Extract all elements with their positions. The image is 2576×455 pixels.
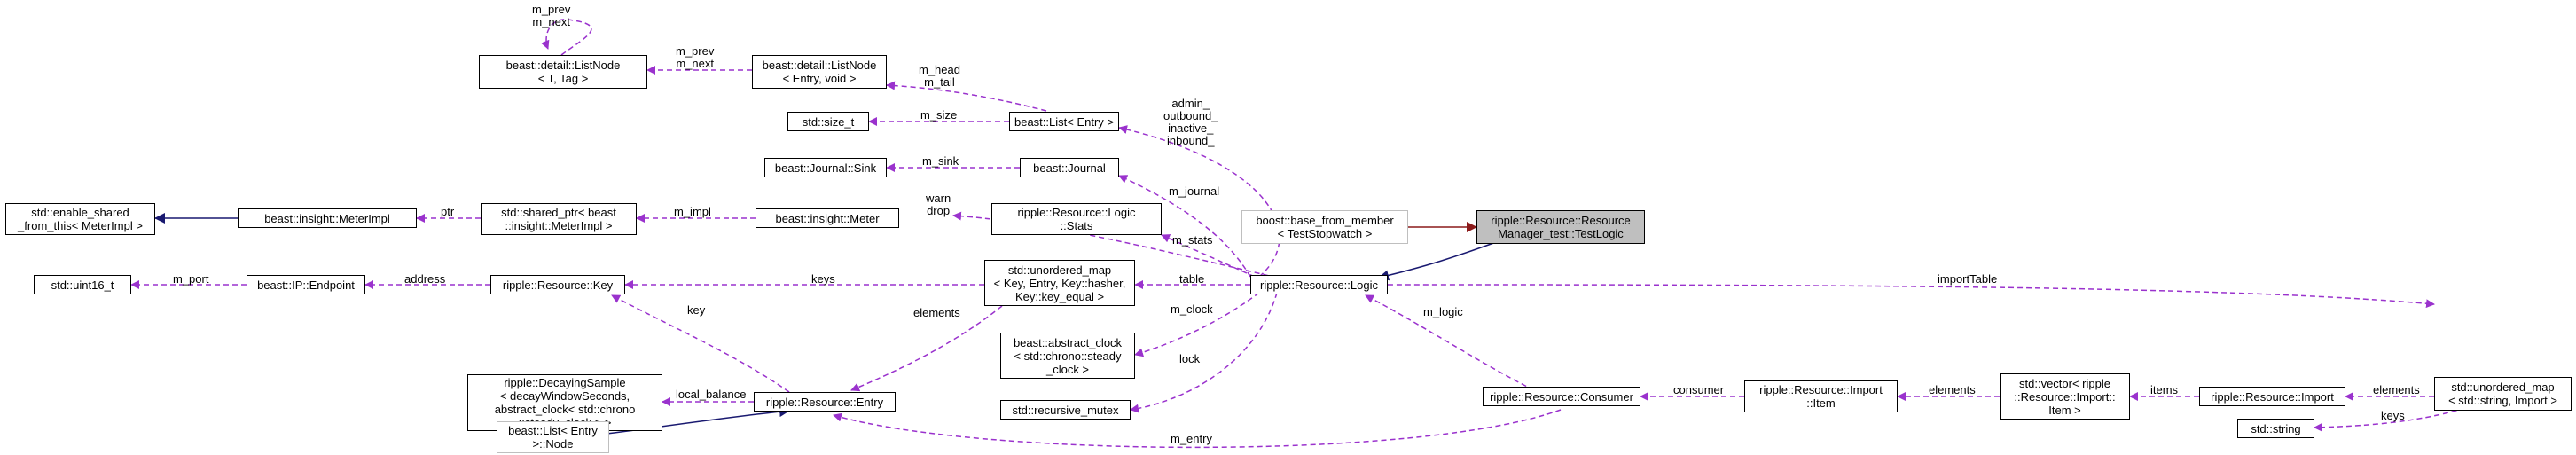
label-ptr: ptr [441, 205, 455, 218]
node-recursive-mutex[interactable]: std::recursive_mutex [1000, 400, 1131, 420]
label-table: table [1179, 272, 1205, 286]
edge-keys-string [2314, 407, 2466, 432]
node-shared-ptr[interactable]: std::shared_ptr< beast ::insight::MeterI… [481, 203, 637, 235]
node-base-from-member[interactable]: boost::base_from_member < TestStopwatch … [1241, 210, 1408, 244]
node-std-string[interactable]: std::string [2237, 419, 2314, 438]
label-key: key [687, 303, 706, 317]
edge-admin-group [1118, 125, 1280, 278]
label-journal: m_journal [1169, 184, 1220, 198]
edge-inherit-logic [1378, 240, 1499, 281]
node-unordered-map-string[interactable]: std::unordered_map < std::string, Import… [2434, 377, 2572, 411]
node-unordered-map-key[interactable]: std::unordered_map < Key, Entry, Key::ha… [984, 260, 1135, 306]
node-list-node[interactable]: beast::List< Entry >::Node [497, 421, 609, 453]
node-import-item[interactable]: ripple::Resource::Import ::Item [1744, 380, 1898, 412]
label-sink: m_sink [922, 154, 959, 168]
label-elements-item: elements [1929, 383, 1976, 396]
label-import-table: importTable [1938, 272, 1998, 286]
node-meterimpl[interactable]: beast::insight::MeterImpl [238, 208, 417, 228]
label-elements-import: elements [2373, 383, 2420, 396]
label-admin-group: admin_ outbound_ inactive_ inbound_ [1163, 97, 1218, 147]
label-impl: m_impl [674, 205, 711, 218]
label-address: address [404, 272, 446, 286]
edge-stats [1161, 234, 1256, 278]
label-prev-next: m_prev m_next [676, 44, 715, 70]
label-consumer: consumer [1673, 383, 1725, 396]
node-resource-entry[interactable]: ripple::Resource::Entry [754, 392, 896, 412]
node-consumer[interactable]: ripple::Resource::Consumer [1483, 387, 1640, 406]
edge-lock [1130, 292, 1278, 413]
edge-head-tail [886, 81, 1047, 112]
node-meter[interactable]: beast::insight::Meter [756, 208, 899, 228]
label-size: m_size [920, 108, 958, 122]
edge-journal [1118, 175, 1251, 278]
node-resource-key[interactable]: ripple::Resource::Key [490, 275, 625, 294]
label-elements-map: elements [913, 306, 960, 319]
node-enable-shared[interactable]: std::enable_shared _from_this< MeterImpl… [5, 203, 155, 235]
label-self-prev-next: m_prev m_next [532, 3, 571, 28]
node-logic-stats[interactable]: ripple::Resource::Logic ::Stats [991, 203, 1162, 235]
node-journal-sink[interactable]: beast::Journal::Sink [764, 158, 887, 177]
label-local-balance: local_balance [676, 388, 747, 401]
label-logic: m_logic [1423, 305, 1463, 318]
label-clock: m_clock [1171, 302, 1213, 316]
node-journal[interactable]: beast::Journal [1020, 158, 1119, 177]
node-size-t[interactable]: std::size_t [787, 112, 869, 131]
node-vector-item[interactable]: std::vector< ripple ::Resource::Import::… [2000, 373, 2130, 420]
edge-entry [833, 409, 1562, 449]
label-warn-drop: warn drop [926, 192, 951, 217]
edge-warn-drop [952, 211, 1278, 278]
node-listnode-tag[interactable]: beast::detail::ListNode < T, Tag > [479, 55, 647, 89]
label-entry: m_entry [1171, 432, 1212, 445]
edge-key [611, 294, 790, 393]
label-port: m_port [173, 272, 209, 286]
node-list-entry[interactable]: beast::List< Entry > [1009, 112, 1119, 131]
label-keys-string: keys [2381, 409, 2405, 422]
node-logic[interactable]: ripple::Resource::Logic [1250, 275, 1388, 294]
edge-elements-map [850, 305, 1003, 392]
node-abstract-clock[interactable]: beast::abstract_clock < std::chrono::ste… [1000, 333, 1135, 379]
edge-logic [1365, 294, 1535, 391]
node-listnode-entry[interactable]: beast::detail::ListNode < Entry, void > [752, 55, 887, 89]
label-stats: m_stats [1172, 233, 1213, 247]
label-keys-map: keys [811, 272, 835, 286]
edge-import-table [1387, 284, 2435, 309]
label-lock: lock [1179, 352, 1201, 365]
edge-self-prev-next [541, 19, 592, 56]
node-testlogic[interactable]: ripple::Resource::Resource Manager_test:… [1476, 210, 1645, 244]
node-resource-import[interactable]: ripple::Resource::Import [2199, 387, 2345, 406]
label-items: items [2150, 383, 2179, 396]
label-head-tail: m_head m_tail [919, 63, 960, 89]
node-uint16[interactable]: std::uint16_t [34, 275, 131, 294]
node-endpoint[interactable]: beast::IP::Endpoint [247, 275, 365, 294]
